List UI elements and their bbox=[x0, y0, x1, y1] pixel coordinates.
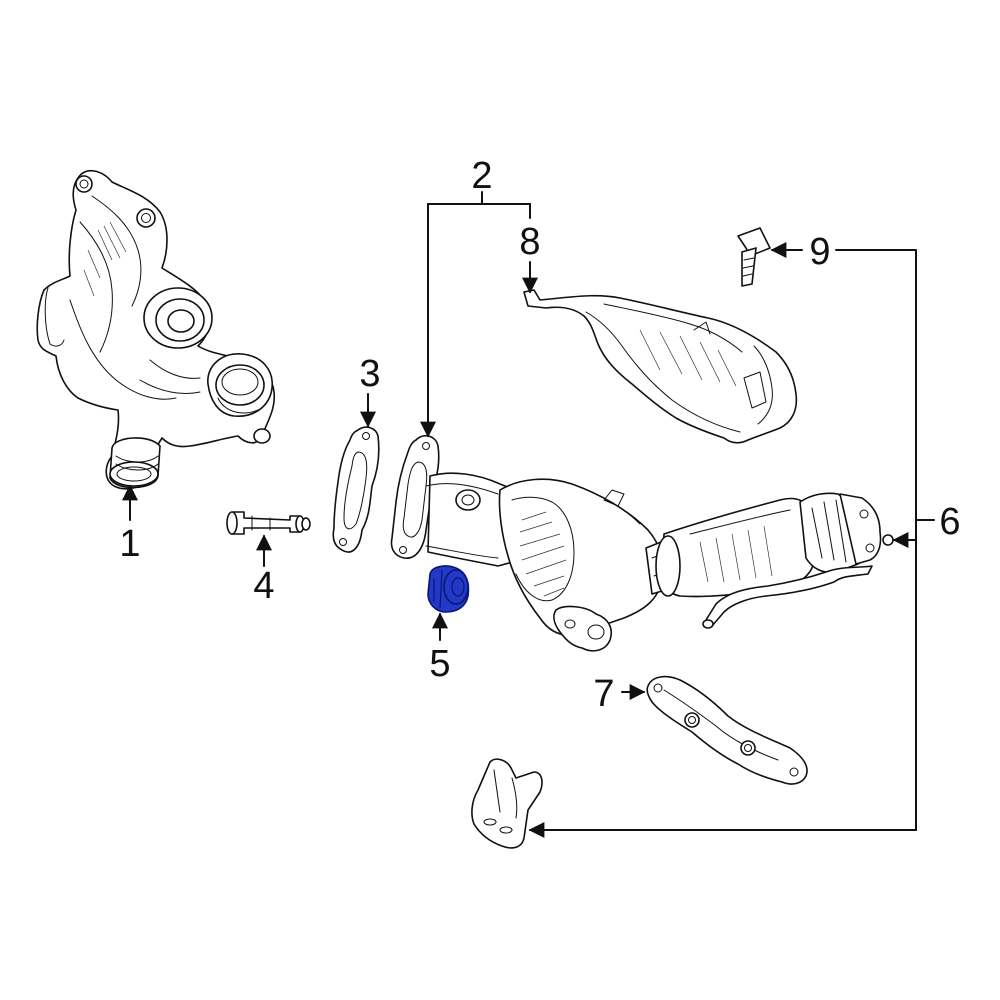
catalytic-converter-part[interactable] bbox=[390, 434, 894, 652]
callout-1[interactable]: 1 bbox=[119, 523, 140, 565]
callout-2[interactable]: 2 bbox=[471, 155, 492, 197]
bracket-part[interactable] bbox=[646, 675, 808, 785]
callout-4[interactable]: 4 bbox=[253, 565, 274, 607]
gasket-part[interactable] bbox=[332, 426, 380, 553]
leader-lines bbox=[122, 191, 935, 838]
turbocharger-part[interactable] bbox=[36, 170, 276, 490]
callout-3[interactable]: 3 bbox=[359, 353, 380, 395]
callout-9[interactable]: 9 bbox=[809, 231, 830, 273]
callout-7[interactable]: 7 bbox=[593, 673, 614, 715]
callout-6[interactable]: 6 bbox=[939, 501, 960, 543]
callout-labels: 1 2 3 4 5 6 7 8 9 bbox=[119, 155, 960, 715]
heat-shield-part[interactable] bbox=[523, 289, 798, 444]
stud-part[interactable] bbox=[226, 511, 311, 535]
bolt-part[interactable] bbox=[737, 227, 771, 287]
nut-part[interactable] bbox=[427, 565, 470, 613]
mount-bracket-part[interactable] bbox=[471, 758, 543, 849]
callout-8[interactable]: 8 bbox=[519, 221, 540, 263]
callout-5[interactable]: 5 bbox=[429, 643, 450, 685]
